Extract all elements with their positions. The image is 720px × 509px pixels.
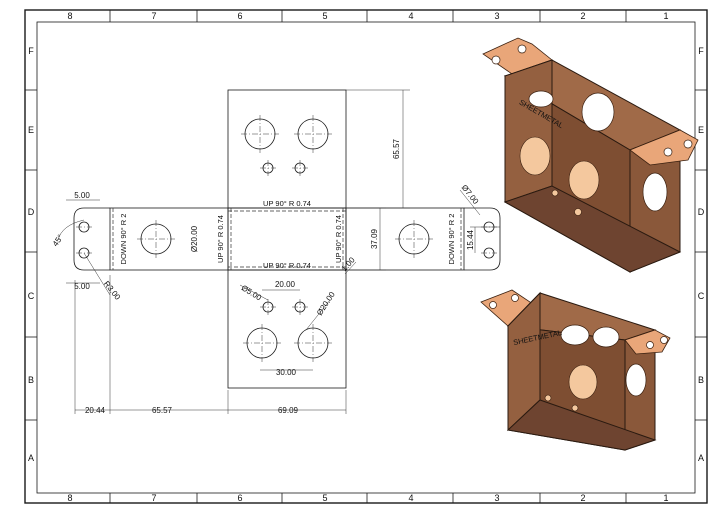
zone-row-right-F: F bbox=[698, 46, 704, 56]
flat-pattern bbox=[57, 89, 501, 414]
dim-side-width: 65.57 bbox=[152, 406, 173, 415]
zone-row-left-B: B bbox=[28, 375, 34, 385]
bend-note-up-right: UP 90° R 0.74 bbox=[334, 215, 343, 263]
zone-col-top-8: 8 bbox=[67, 11, 72, 21]
zone-row-right-A: A bbox=[698, 453, 704, 463]
zone-col-top-3: 3 bbox=[494, 11, 499, 21]
zone-ticks bbox=[25, 10, 707, 503]
dim-top-height: 65.57 bbox=[392, 138, 401, 159]
dim-side-hole-diameter: Ø20.00 bbox=[190, 225, 199, 252]
zone-col-top-2: 2 bbox=[580, 11, 585, 21]
zone-col-bottom-4: 4 bbox=[408, 493, 413, 503]
dim-angle: 45° bbox=[51, 233, 65, 248]
zone-row-left-D: D bbox=[28, 207, 35, 217]
dim-center-height: 37.09 bbox=[370, 228, 379, 249]
zone-row-right-D: D bbox=[698, 207, 705, 217]
dim-center-width: 69.09 bbox=[278, 406, 299, 415]
dim-left-radius: R3.00 bbox=[102, 279, 123, 302]
zone-col-top-4: 4 bbox=[408, 11, 413, 21]
zone-col-bottom-2: 2 bbox=[580, 493, 585, 503]
bend-note-down-right: DOWN 90° R 2 bbox=[447, 214, 456, 265]
zone-col-top-1: 1 bbox=[663, 11, 668, 21]
bend-note-up-top: UP 90° R 0.74 bbox=[263, 199, 311, 208]
zone-row-left-A: A bbox=[28, 453, 34, 463]
dim-bottom-hole-spacing-bottom: 30.00 bbox=[276, 368, 297, 377]
zone-col-bottom-6: 6 bbox=[237, 493, 242, 503]
zone-col-bottom-5: 5 bbox=[322, 493, 327, 503]
zone-col-bottom-3: 3 bbox=[494, 493, 499, 503]
zone-col-bottom-1: 1 bbox=[663, 493, 668, 503]
zone-row-left-F: F bbox=[28, 46, 34, 56]
zone-row-right-B: B bbox=[698, 375, 704, 385]
zone-col-top-7: 7 bbox=[151, 11, 156, 21]
dim-left-tab-width: 20.44 bbox=[85, 406, 106, 415]
left-tab bbox=[73, 207, 110, 271]
zone-col-bottom-8: 8 bbox=[67, 493, 72, 503]
zone-row-left-C: C bbox=[28, 291, 35, 301]
zone-row-left-E: E bbox=[28, 125, 34, 135]
dim-left-tab-edge-bottom: 5.00 bbox=[74, 282, 90, 291]
left-side-panel bbox=[109, 207, 229, 271]
inner-frame bbox=[36, 21, 696, 494]
zone-col-top-6: 6 bbox=[237, 11, 242, 21]
zone-row-right-E: E bbox=[698, 125, 704, 135]
dim-tab-hole-spacing: 15.44 bbox=[466, 229, 475, 250]
iso-view-large: SHEETMETAL bbox=[482, 37, 699, 273]
bend-note-up-bottom: UP 90° R 0.74 bbox=[263, 261, 311, 270]
zone-col-bottom-7: 7 bbox=[151, 493, 156, 503]
zone-row-right-C: C bbox=[698, 291, 705, 301]
bend-note-down-left: DOWN 90° R 2 bbox=[119, 214, 128, 265]
top-panel bbox=[227, 89, 347, 209]
outer-frame bbox=[24, 9, 708, 504]
dim-left-tab-edge-top: 5.00 bbox=[74, 191, 90, 200]
dim-bottom-large-hole: Ø20.00 bbox=[315, 290, 337, 317]
dim-bottom-small-hole: Ø5.00 bbox=[240, 283, 264, 302]
bottom-panel bbox=[227, 269, 347, 389]
right-tab bbox=[464, 207, 501, 271]
zone-col-top-5: 5 bbox=[322, 11, 327, 21]
bend-note-up-left: UP 90° R 0.74 bbox=[216, 215, 225, 263]
dim-bottom-hole-spacing-top: 20.00 bbox=[275, 280, 296, 289]
iso-view-small: SHEETMETAL bbox=[480, 289, 671, 451]
